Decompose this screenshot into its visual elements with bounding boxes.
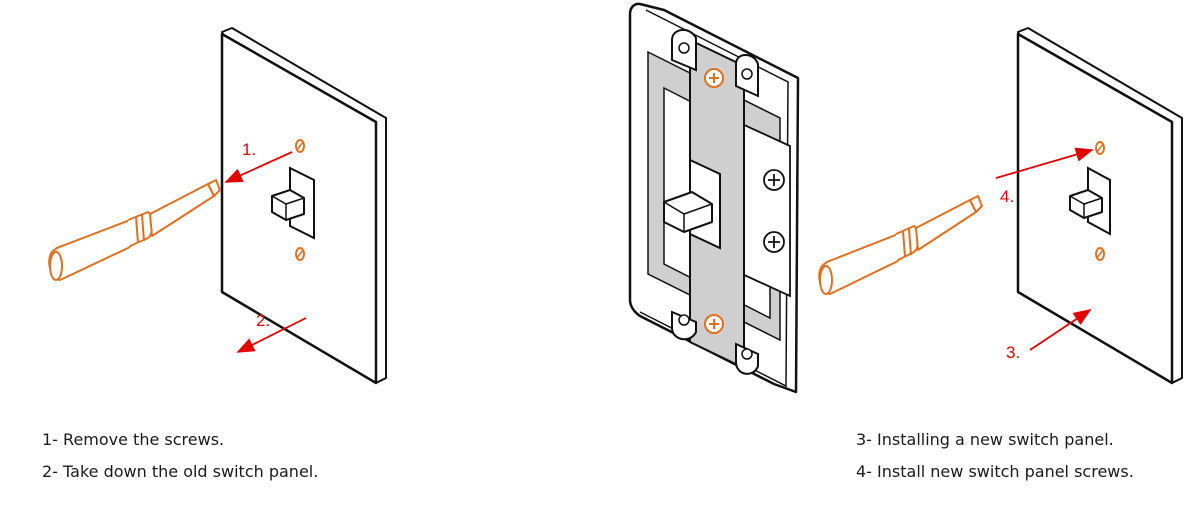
screwdriver-icon	[48, 179, 221, 281]
screw-icon	[295, 247, 305, 261]
switch-box-icon	[628, 2, 800, 394]
step-label-4: 4.	[1000, 187, 1014, 206]
arrow-icon	[224, 151, 293, 183]
arrow-icon	[236, 317, 307, 353]
arrow-icon	[995, 147, 1094, 179]
caption-step-2: 2- Take down the old switch panel.	[42, 462, 319, 481]
old-switch-plate	[220, 27, 387, 385]
arrow-icon	[1029, 309, 1092, 351]
step-label-2: 2.	[256, 311, 270, 330]
screw-icon	[704, 68, 724, 88]
screw-icon	[704, 314, 724, 334]
step-label-3: 3.	[1006, 343, 1020, 362]
caption-list-left: 1- Remove the screws. 2- Take down the o…	[42, 430, 318, 494]
screw-icon	[763, 231, 785, 253]
new-switch-plate	[1016, 27, 1183, 385]
step-label-1: 1.	[242, 140, 256, 159]
screw-icon	[763, 169, 785, 191]
screw-icon	[1095, 141, 1105, 155]
caption-list-right: 3- Installing a new switch panel. 4- Ins…	[856, 430, 1134, 494]
screw-icon	[1095, 247, 1105, 261]
toggle-switch-icon	[663, 158, 721, 250]
caption-step-3: 3- Installing a new switch panel.	[856, 430, 1114, 449]
caption-step-1: 1- Remove the screws.	[42, 430, 225, 449]
caption-step-4: 4- Install new switch panel screws.	[856, 462, 1134, 481]
screwdriver-icon	[818, 195, 983, 295]
screw-icon	[295, 139, 305, 153]
toggle-switch-icon	[1069, 166, 1111, 236]
toggle-switch-icon	[271, 166, 315, 240]
